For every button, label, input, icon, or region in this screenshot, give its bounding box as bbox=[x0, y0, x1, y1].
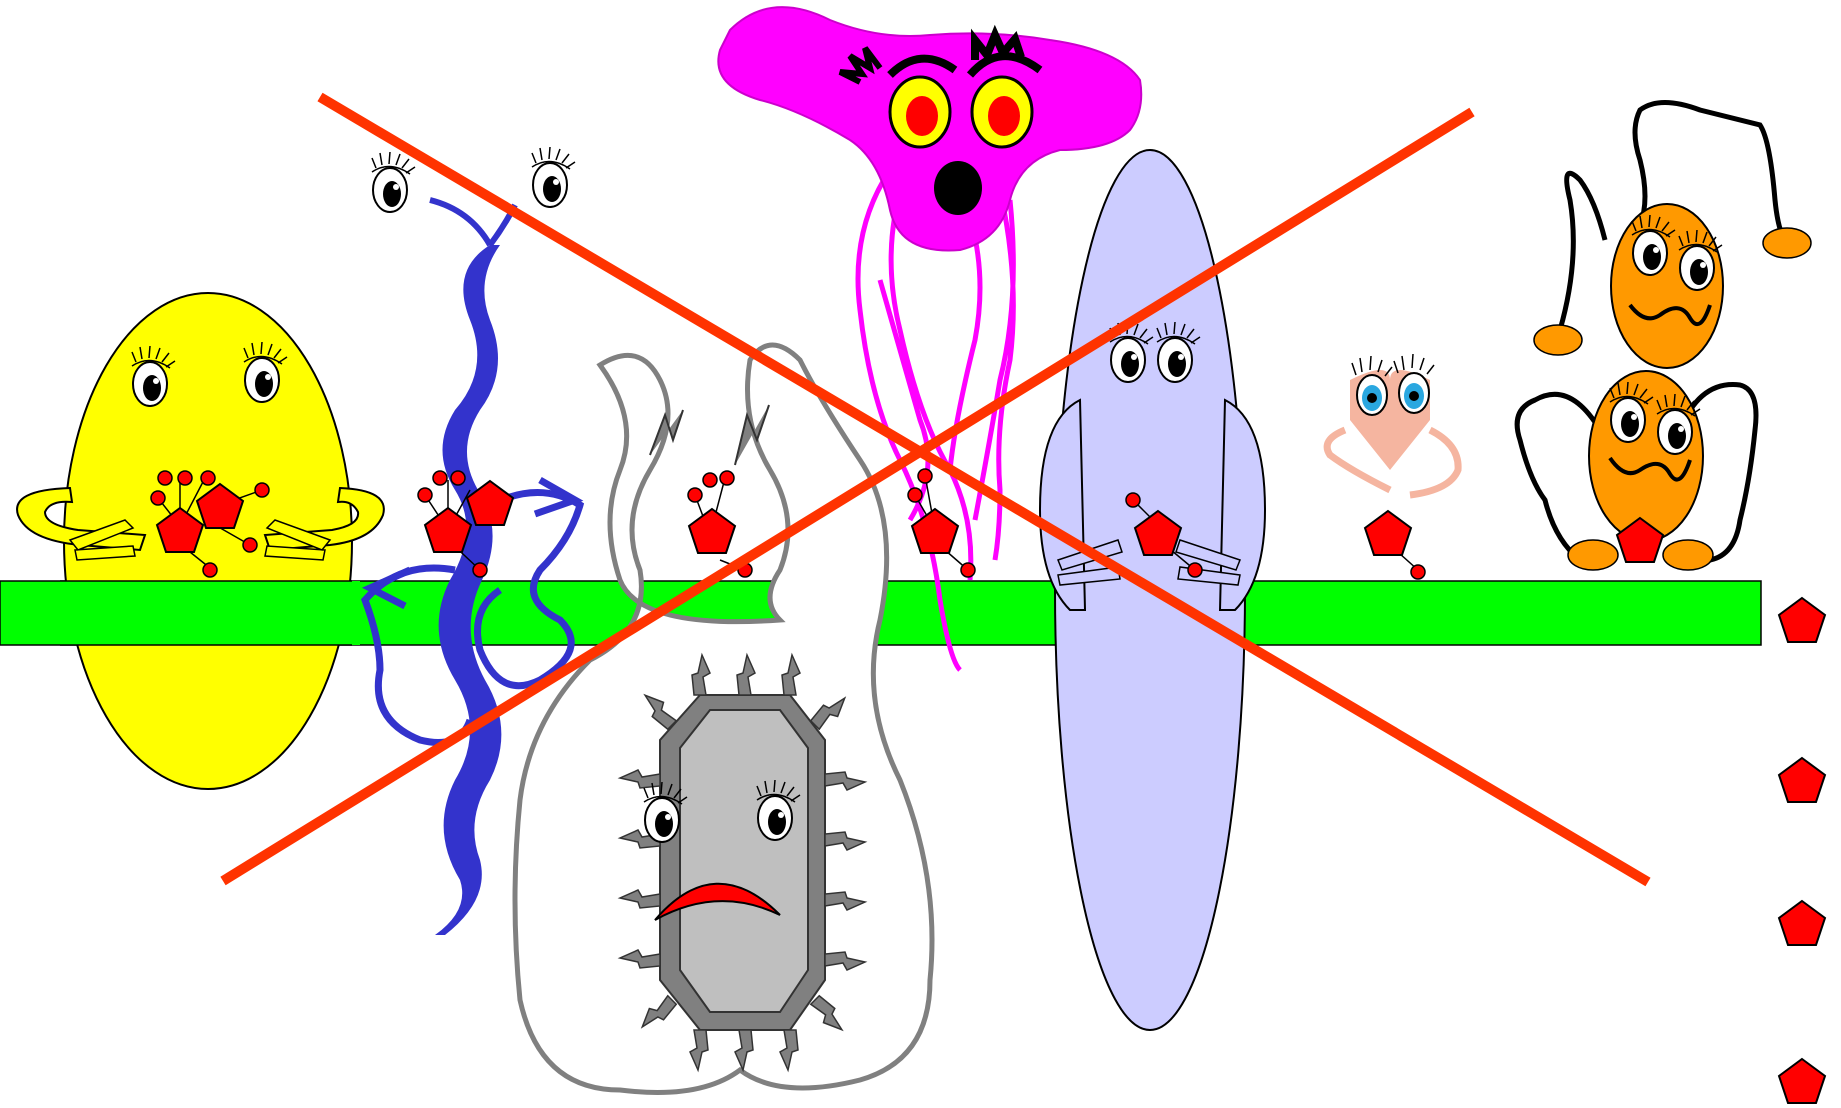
magenta-open-mouth bbox=[934, 161, 982, 215]
orange-bottom-foot-left bbox=[1568, 540, 1618, 570]
orange-egg-creatures bbox=[1517, 103, 1811, 571]
virus-capsid-inner bbox=[680, 710, 808, 1012]
orange-bottom-body bbox=[1589, 371, 1703, 541]
free-sugar-3 bbox=[1779, 901, 1825, 945]
free-sugars bbox=[1779, 598, 1825, 1103]
orange-top-foot-left bbox=[1534, 325, 1582, 355]
yellow-oval-creature bbox=[17, 293, 384, 789]
spiky-gray-virus bbox=[515, 345, 932, 1093]
orange-top-foot-right bbox=[1763, 228, 1811, 258]
free-sugar-4 bbox=[1779, 1059, 1825, 1103]
free-sugar-2 bbox=[1779, 758, 1825, 802]
magenta-sugar bbox=[908, 469, 975, 577]
pink-sugar bbox=[1365, 511, 1425, 579]
blue-right-eye-icon bbox=[532, 147, 575, 207]
pink-heart-creature bbox=[1327, 354, 1458, 579]
blue-left-eye-icon bbox=[372, 152, 415, 212]
orange-bottom-foot-right bbox=[1663, 540, 1713, 570]
free-sugar-1 bbox=[1779, 598, 1825, 642]
